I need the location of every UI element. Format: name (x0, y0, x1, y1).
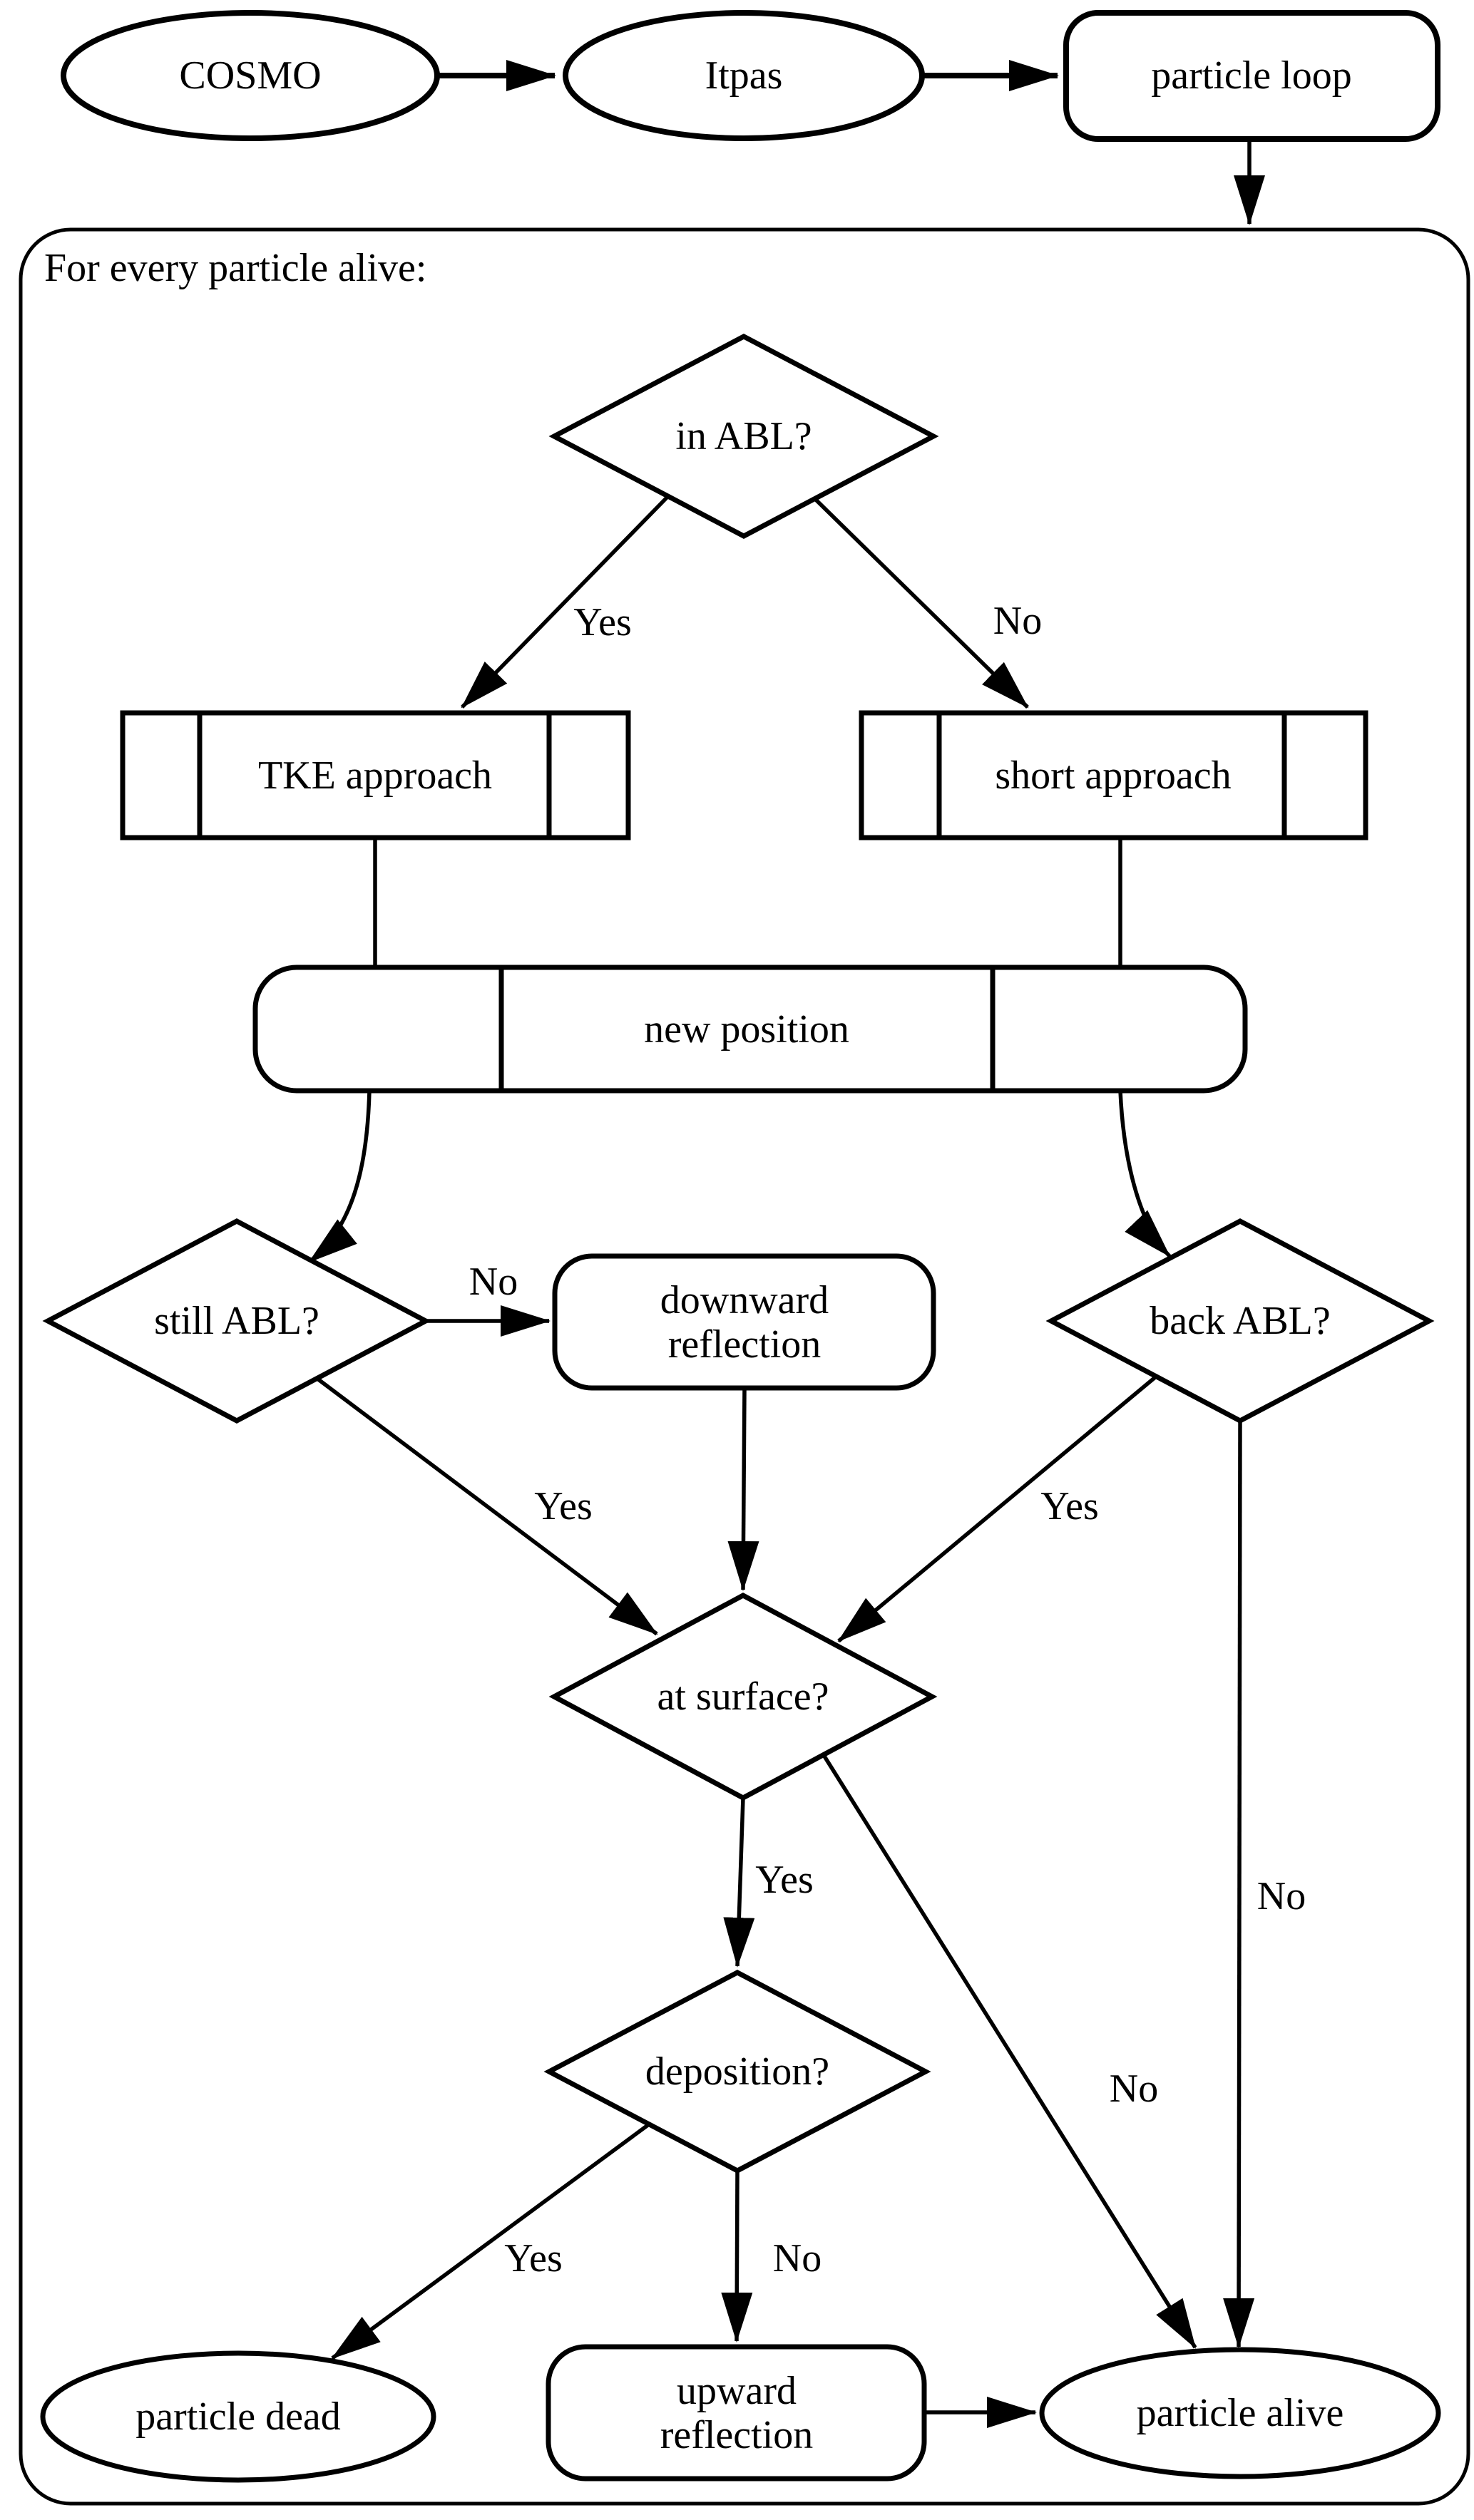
cosmo-label: COSMO (179, 53, 321, 98)
particle-loop-label: particle loop (1151, 53, 1351, 98)
loop-container-label: For every particle alive: (44, 246, 426, 290)
new-position-label: new position (644, 1007, 849, 1051)
node-itpas: Itpas (563, 10, 925, 141)
edge-label-back-abl-yes: Yes (1040, 1484, 1098, 1528)
back-abl-diamond (1045, 1218, 1435, 1424)
downward-reflection-box (552, 1253, 936, 1391)
node-particle-loop: particle loop (1063, 10, 1440, 142)
edge-label-deposition-no: No (773, 2236, 822, 2280)
particle-alive-label: particle alive (1137, 2391, 1344, 2435)
edge-newposition-still-abl (308, 1090, 372, 1264)
back-abl-label: back ABL? (1150, 1299, 1330, 1343)
edge-newposition-back-abl (1118, 1090, 1171, 1258)
edge-downward-at-surface (727, 1387, 759, 1591)
edge-deposition-yes (331, 2122, 650, 2360)
upward-reflection-box (546, 2344, 927, 2482)
at-surface-diamond (548, 1593, 938, 1801)
node-particle-dead: particle dead (40, 2350, 436, 2483)
short-approach-label: short approach (995, 754, 1231, 798)
particle-alive-ellipse (1039, 2347, 1441, 2479)
edge-label-in-abl-yes: Yes (573, 600, 631, 644)
edge-label-back-abl-no: No (1257, 1874, 1306, 1918)
edge-still-abl-yes (316, 1377, 658, 1636)
edge-label-still-abl-no: No (469, 1260, 518, 1304)
edge-at-surface-yes (723, 1797, 755, 1968)
particle-dead-ellipse (40, 2350, 436, 2483)
node-new-position: new position (252, 965, 1248, 1094)
edge-label-at-surface-no: No (1110, 2067, 1158, 2111)
edge-in-abl-yes (461, 495, 670, 709)
node-in-abl: in ABL? (548, 334, 939, 539)
node-at-surface: at surface? (548, 1593, 938, 1801)
loop-container: For every particle alive: (19, 227, 1470, 2506)
edge-label-still-abl-yes: Yes (534, 1484, 592, 1528)
node-still-abl: still ABL? (42, 1218, 431, 1424)
edges (308, 60, 1265, 2428)
node-back-abl: back ABL? (1045, 1218, 1435, 1424)
upward-reflection-label-line1: upward (677, 2369, 797, 2413)
at-surface-label: at surface? (657, 1675, 829, 1719)
node-downward-reflection: downward reflection (552, 1253, 936, 1391)
tke-approach-box (120, 710, 631, 840)
itpas-label: Itpas (705, 53, 783, 98)
node-cosmo: COSMO (61, 10, 440, 141)
edge-back-abl-yes (837, 1375, 1157, 1643)
edge-label-in-abl-no: No (993, 599, 1042, 643)
cosmo-ellipse (61, 10, 440, 141)
particle-loop-box (1063, 10, 1440, 142)
edge-back-abl-no (1223, 1420, 1255, 2348)
loop-container-border (19, 227, 1470, 2506)
node-tke-approach: TKE approach (120, 710, 631, 840)
deposition-diamond (543, 1970, 931, 2174)
downward-reflection-label-line1: downward (660, 1278, 829, 1322)
still-abl-diamond (42, 1218, 431, 1424)
edge-label-deposition-yes: Yes (504, 2236, 562, 2280)
tke-approach-label: TKE approach (258, 754, 492, 798)
deposition-label: deposition? (645, 2050, 829, 2094)
edge-label-at-surface-yes: Yes (755, 1858, 813, 1902)
node-deposition: deposition? (543, 1970, 931, 2174)
still-abl-label: still ABL? (154, 1299, 319, 1343)
edge-in-abl-no (814, 498, 1029, 709)
downward-reflection-label-line2: reflection (668, 1322, 822, 1367)
node-short-approach: short approach (859, 710, 1368, 840)
node-upward-reflection: upward reflection (546, 2344, 927, 2482)
node-particle-alive: particle alive (1039, 2347, 1441, 2479)
particle-dead-label: particle dead (135, 2395, 341, 2439)
upward-reflection-label-line2: reflection (660, 2413, 814, 2457)
in-abl-diamond (548, 334, 939, 539)
short-approach-box (859, 710, 1368, 840)
itpas-ellipse (563, 10, 925, 141)
edge-at-surface-no (822, 1754, 1197, 2349)
in-abl-label: in ABL? (675, 414, 812, 458)
